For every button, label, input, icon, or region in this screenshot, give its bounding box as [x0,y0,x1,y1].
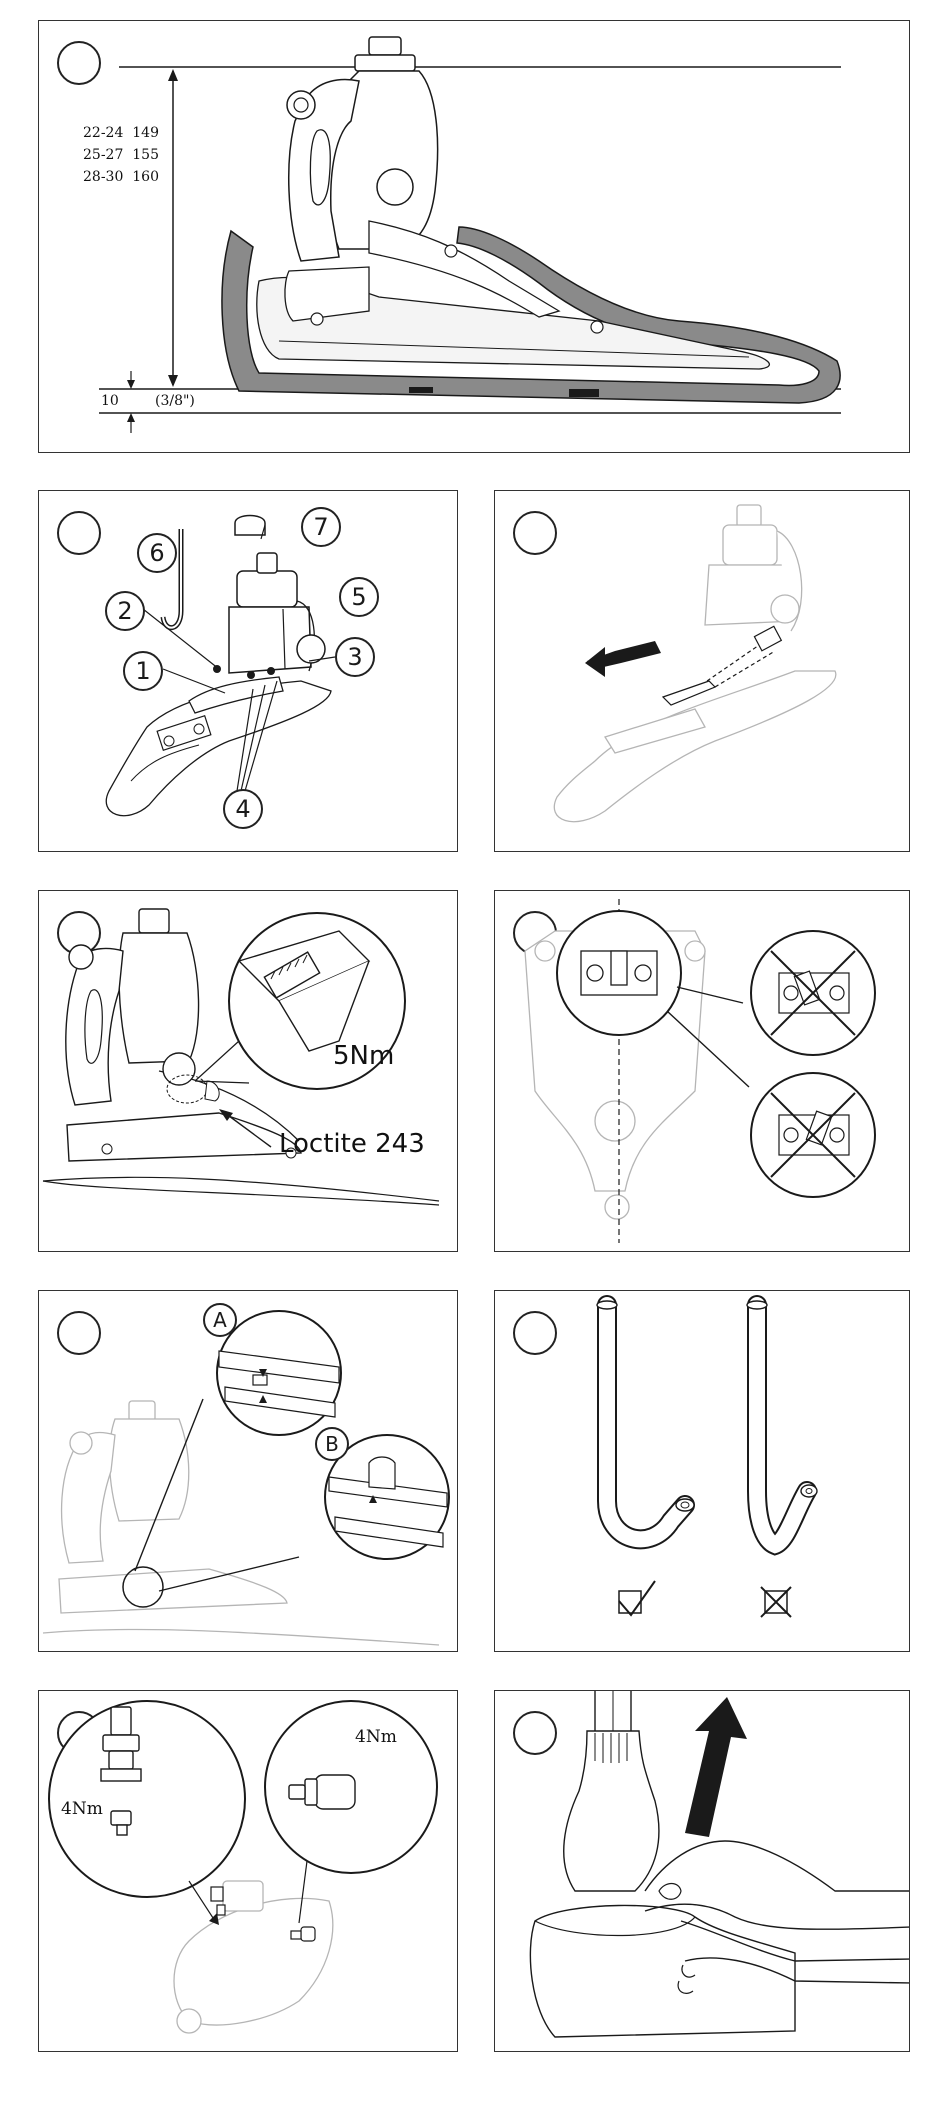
panel-component-overview: 1 2 3 4 5 6 7 [38,490,458,852]
panel-pull-cover [494,1690,910,2052]
size-range: 28-30 [83,169,123,185]
panel-detail-gap: A B [38,1290,458,1652]
component-label-2: 2 [105,591,145,631]
size-range: 22-24 [83,125,123,141]
pull-cover-illustration [495,1691,910,2052]
loctite-label: Loctite 243 [279,1129,425,1159]
heel-height-value: 10 [101,393,119,409]
component-label-6: 6 [137,533,177,573]
heel-height-inch: (3/8") [155,393,195,409]
correct-check-icon [619,1581,655,1615]
torque-adhesive-illustration [39,891,458,1252]
size-row-2: 25-27 155 [83,147,159,163]
size-row-1: 22-24 149 [83,125,159,141]
component-label-3: 3 [335,637,375,677]
component-label-1: 1 [123,651,163,691]
size-row-3: 28-30 160 [83,169,159,185]
torque-4nm-left: 4Nm [61,1799,103,1819]
detail-gap-illustration [39,1291,458,1652]
panel-alignment-check [494,890,910,1252]
component-label-7: 7 [301,507,341,547]
foot-in-shoe-illustration [39,21,910,453]
incorrect-cross-icon [761,1587,791,1617]
panel-fitting-torque: 4Nm 4Nm [38,1690,458,2052]
size-height-value: 155 [132,147,159,163]
panel-tube-shape [494,1290,910,1652]
panel-remove-part [494,490,910,852]
alignment-check-illustration [495,891,910,1252]
torque-4nm-right: 4Nm [355,1727,397,1747]
remove-part-illustration [495,491,910,852]
component-label-4: 4 [223,789,263,829]
detail-label-a: A [203,1303,237,1337]
torque-5nm-label: 5Nm [333,1041,394,1071]
component-label-5: 5 [339,577,379,617]
size-range: 25-27 [83,147,123,163]
size-height-value: 160 [132,169,159,185]
detail-label-b: B [315,1427,349,1461]
size-height-value: 149 [132,125,159,141]
tube-shape-illustration [495,1291,910,1652]
panel-torque-adhesive: 5Nm Loctite 243 [38,890,458,1252]
panel-foot-dimensions: 22-24 149 25-27 155 28-30 160 10 (3/8") [38,20,910,453]
